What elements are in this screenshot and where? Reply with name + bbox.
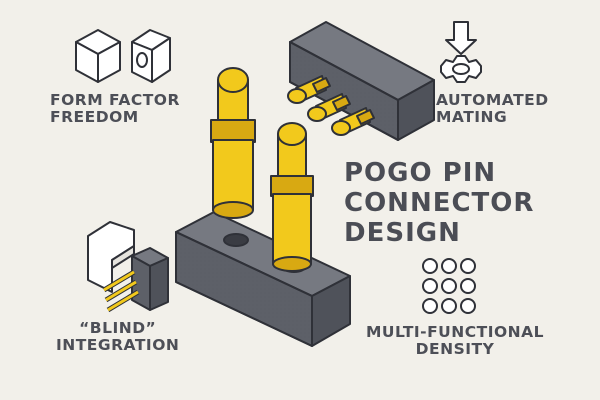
vertical-pogo-pin-right [270,122,314,272]
multi-functional-label: MULTI-FUNCTIONAL DENSITY [366,323,544,359]
title-line-1: POGO PIN [344,158,497,188]
gear-icon [440,55,482,83]
bracket-icon [87,221,135,293]
title-line-3: DESIGN [344,218,461,249]
automated-mating-line-1: AUTOMATED [436,91,549,109]
automated-mating-label: AUTOMATED MATING [436,91,549,127]
automated-mating-line-2: MATING [436,108,508,127]
cube-icon [75,29,121,83]
form-factor-line-2: FREEDOM [50,108,139,127]
blind-integration-label: “BLIND” INTEGRATION [56,319,180,355]
multi-functional-line-2: DENSITY [415,340,495,359]
circle-grid-icon [422,258,476,314]
blind-integration-line-2: INTEGRATION [56,336,180,355]
cube-with-hole-icon [131,29,171,83]
small-connector-icon [102,247,169,313]
vertical-pogo-pin-left [210,67,256,219]
main-title: POGO PIN CONNECTOR DESIGN [344,158,534,248]
multi-functional-line-1: MULTI-FUNCTIONAL [366,323,544,341]
lower-connector-housing [175,211,351,347]
down-arrow-icon [445,21,477,55]
title-line-2: CONNECTOR [344,188,535,219]
form-factor-line-1: FORM FACTOR [50,91,180,109]
blind-integration-line-1: “BLIND” [79,319,157,337]
form-factor-label: FORM FACTOR FREEDOM [50,91,180,127]
horizontal-pogo-pins [287,75,375,136]
